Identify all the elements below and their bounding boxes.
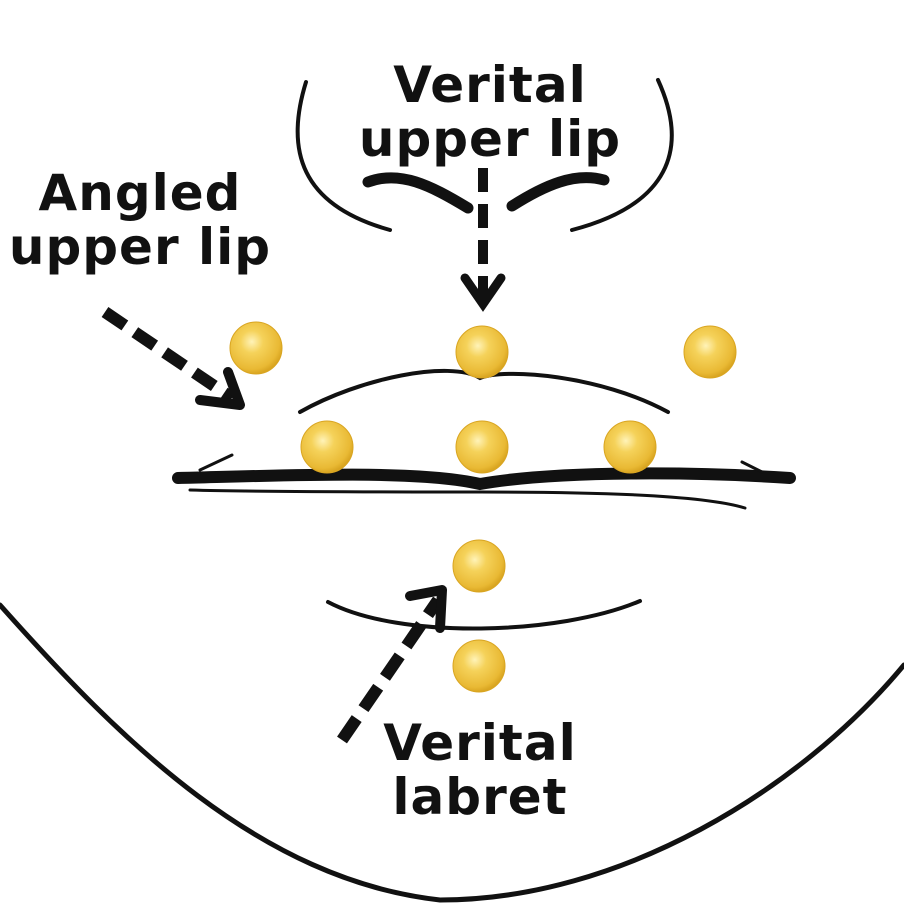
gold-stud — [683, 325, 737, 379]
gold-stud — [455, 325, 509, 379]
label-vertical-upper-lip: Verital upper lip — [350, 58, 630, 166]
label-line: upper lip — [358, 110, 622, 168]
arrow-vertical-upper-lip — [460, 168, 506, 312]
gold-stud — [229, 321, 283, 375]
label-line: Verital — [383, 714, 577, 772]
stud-group — [229, 321, 737, 693]
label-angled-upper-lip: Angled upper lip — [0, 166, 280, 274]
face-outline — [0, 602, 904, 903]
nose — [295, 78, 674, 232]
label-line: upper lip — [8, 218, 272, 276]
gold-stud — [603, 420, 657, 474]
gold-stud — [300, 420, 354, 474]
arrow-vertical-labret — [337, 585, 447, 744]
gold-stud — [452, 639, 506, 693]
gold-stud — [452, 539, 506, 593]
label-line: labret — [392, 768, 568, 826]
gold-stud — [455, 420, 509, 474]
label-line: Angled — [38, 164, 242, 222]
label-line: Verital — [393, 56, 587, 114]
arrow-angled-upper-lip — [101, 307, 245, 410]
label-vertical-labret: Verital labret — [340, 716, 620, 824]
